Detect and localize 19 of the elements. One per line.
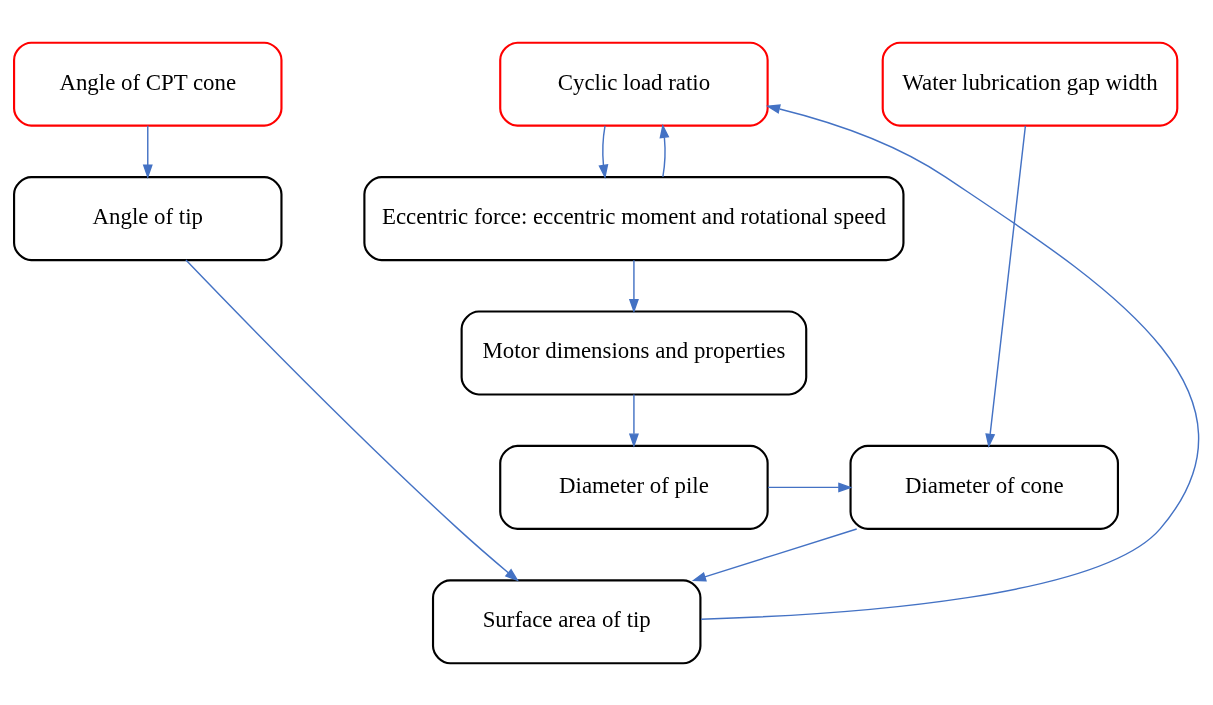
node-box: Eccentric force: eccentric moment and rotational speed xyxy=(363,175,905,261)
node-box: Motor dimensions and properties xyxy=(460,309,808,396)
arrow xyxy=(691,527,858,581)
arrow xyxy=(985,124,1027,448)
arrow xyxy=(142,124,153,179)
node-box: Angle of tip xyxy=(13,175,283,261)
arrow xyxy=(767,481,853,492)
arrow xyxy=(700,103,1199,620)
arrow xyxy=(628,393,639,448)
node-box: Surface area of tip xyxy=(431,578,702,664)
arrow xyxy=(185,258,519,582)
node-box: Diameter of cone xyxy=(849,444,1119,530)
node-box: Cyclic load ratio xyxy=(499,41,769,127)
node-box: Water lubrication gap width xyxy=(881,41,1179,127)
arrow xyxy=(659,123,670,177)
node-box: Angle of CPT cone xyxy=(13,41,283,127)
arrow xyxy=(598,124,609,179)
arrow xyxy=(628,259,639,313)
node-box: Diameter of pile xyxy=(499,444,769,530)
